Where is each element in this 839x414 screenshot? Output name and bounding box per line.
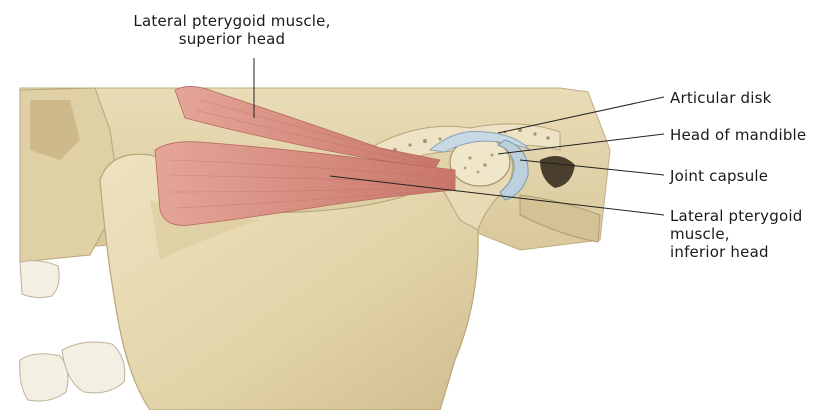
leader-line-head-of-mandible [498, 134, 664, 154]
label-lateral-pterygoid-superior-head: Lateral pterygoid muscle, superior head [104, 12, 360, 48]
leader-line-inferior-head [330, 176, 664, 215]
label-joint-capsule: Joint capsule [670, 167, 768, 185]
label-lateral-pterygoid-inferior-head: Lateral pterygoid muscle, inferior head [670, 207, 802, 261]
label-articular-disk: Articular disk [670, 89, 772, 107]
label-head-of-mandible: Head of mandible [670, 126, 806, 144]
leader-line-joint-capsule [520, 160, 664, 175]
leader-line-articular-disk [498, 97, 664, 133]
